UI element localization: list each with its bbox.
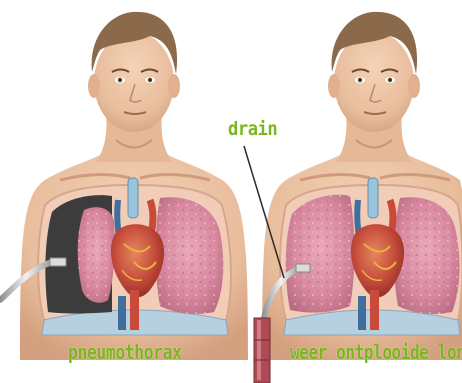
patient-pneumothorax	[0, 12, 248, 360]
drain-label: drain	[228, 120, 277, 139]
reexpanded-lung-caption: weer ontplooide long	[290, 342, 462, 362]
pneumothorax-caption: pneumothorax	[68, 342, 182, 362]
drain-collection-container	[254, 318, 270, 383]
patient-reexpanded	[254, 12, 462, 383]
